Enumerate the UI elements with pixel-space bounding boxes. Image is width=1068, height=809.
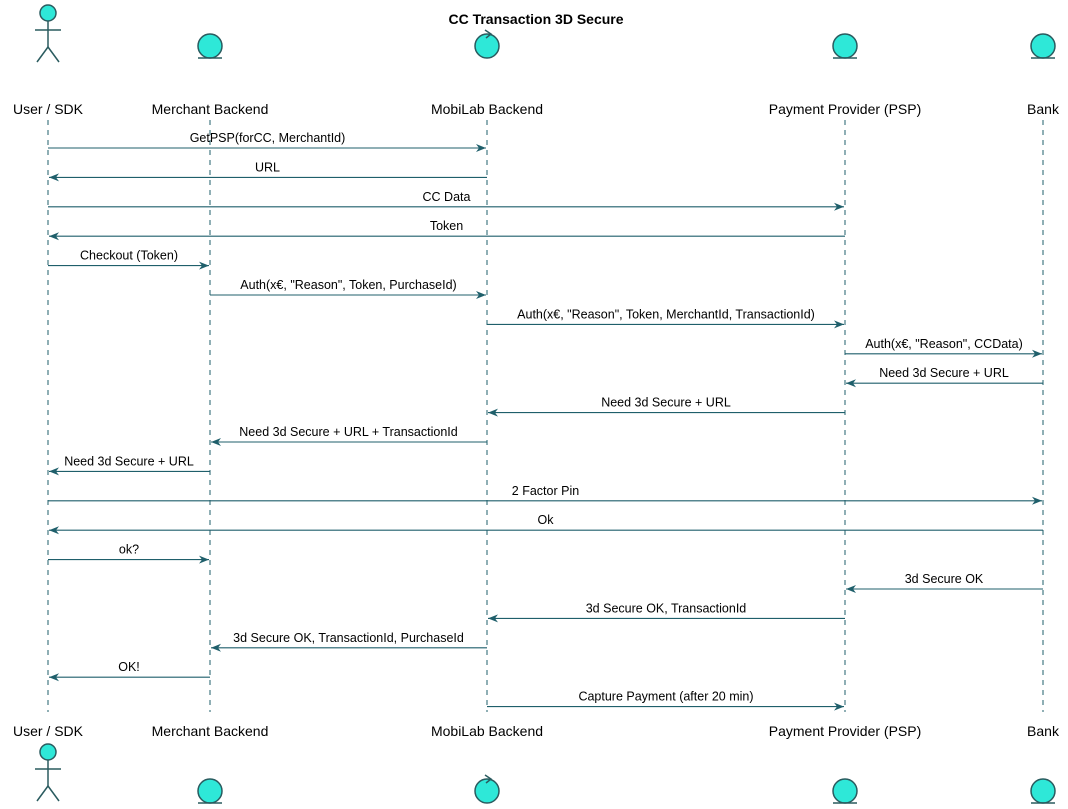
message-label: Ok xyxy=(538,513,555,527)
message-label: Auth(x€, "Reason", Token, MerchantId, Tr… xyxy=(517,307,815,321)
participant-mobilab-bottom: MobiLab Backend xyxy=(431,723,543,804)
message-3: CC Data xyxy=(48,190,844,211)
message-label: ok? xyxy=(119,543,139,557)
participant-label: Payment Provider (PSP) xyxy=(769,723,922,739)
message-label: OK! xyxy=(118,660,140,674)
message-10: Need 3d Secure + URL xyxy=(488,396,845,417)
participant-label: User / SDK xyxy=(13,101,84,117)
message-label: Checkout (Token) xyxy=(80,249,178,263)
message-7: Auth(x€, "Reason", Token, MerchantId, Tr… xyxy=(487,307,844,329)
entity-icon xyxy=(832,33,858,59)
message-label: CC Data xyxy=(423,190,471,204)
participant-label: MobiLab Backend xyxy=(431,101,543,117)
participant-label: Payment Provider (PSP) xyxy=(769,101,922,117)
arrowhead xyxy=(211,643,221,652)
message-label: Capture Payment (after 20 min) xyxy=(578,690,753,704)
message-label: Need 3d Secure + URL xyxy=(879,366,1009,380)
entity-icon xyxy=(197,33,223,59)
participant-merchant-top: Merchant Backend xyxy=(152,33,269,117)
arrowhead xyxy=(199,261,209,270)
control-icon xyxy=(474,29,500,59)
message-label: 3d Secure OK, TransactionId, PurchaseId xyxy=(233,631,464,645)
participants-top: User / SDK Merchant Backend MobiLab Backen… xyxy=(13,4,1060,117)
message-12: Need 3d Secure + URL xyxy=(49,454,210,476)
message-16: 3d Secure OK xyxy=(846,572,1043,593)
message-label: Need 3d Secure + URL + TransactionId xyxy=(239,425,457,439)
message-label: Need 3d Secure + URL xyxy=(64,454,194,468)
arrowhead xyxy=(199,555,209,564)
message-label: 2 Factor Pin xyxy=(512,484,579,498)
lifelines xyxy=(47,120,1044,712)
arrowhead xyxy=(488,614,498,623)
message-1: GetPSP(forCC, MerchantId) xyxy=(48,131,486,152)
arrowhead xyxy=(1032,496,1042,505)
actor-icon xyxy=(35,743,61,802)
participant-mobilab-top: MobiLab Backend xyxy=(431,29,543,117)
participant-bank-bottom: Bank xyxy=(1027,723,1060,804)
entity-icon xyxy=(1030,33,1056,59)
arrowhead xyxy=(834,202,844,211)
message-14: Ok xyxy=(49,513,1043,535)
entity-icon xyxy=(1030,778,1056,804)
participant-label: Merchant Backend xyxy=(152,723,269,739)
arrowhead xyxy=(211,438,221,446)
message-13: 2 Factor Pin xyxy=(48,484,1042,505)
arrowhead xyxy=(49,673,59,682)
participant-user-bottom: User / SDK xyxy=(13,723,84,802)
message-label: Auth(x€, "Reason", Token, PurchaseId) xyxy=(240,278,456,292)
diagram-title: CC Transaction 3D Secure xyxy=(448,11,623,27)
arrowhead xyxy=(49,526,59,535)
participant-label: Merchant Backend xyxy=(152,101,269,117)
participant-merchant-bottom: Merchant Backend xyxy=(152,723,269,804)
message-label: 3d Secure OK, TransactionId xyxy=(586,601,747,615)
arrowhead xyxy=(1032,349,1042,358)
arrowhead xyxy=(49,232,59,241)
message-20: Capture Payment (after 20 min) xyxy=(487,690,844,711)
participant-label: Bank xyxy=(1027,723,1060,739)
message-11: Need 3d Secure + URL + TransactionId xyxy=(211,425,487,446)
arrowhead xyxy=(49,467,59,476)
arrowhead xyxy=(476,144,486,152)
messages: GetPSP(forCC, MerchantId) URL CC DataToken… xyxy=(48,131,1043,711)
arrowhead xyxy=(846,585,856,593)
arrowhead xyxy=(834,320,844,329)
participant-label: Bank xyxy=(1027,101,1060,117)
message-6: Auth(x€, "Reason", Token, PurchaseId) xyxy=(210,278,486,299)
message-15: ok? xyxy=(48,543,209,564)
message-2: URL xyxy=(49,160,487,182)
message-8: Auth(x€, "Reason", CCData) xyxy=(845,337,1042,358)
message-label: Need 3d Secure + URL xyxy=(601,396,731,410)
message-5: Checkout (Token) xyxy=(48,249,209,270)
message-label: URL xyxy=(255,160,280,174)
message-4: Token xyxy=(49,219,845,241)
participants-bottom: User / SDK Merchant Backend MobiLab Backen… xyxy=(13,723,1060,804)
arrowhead xyxy=(846,379,856,388)
arrowhead xyxy=(49,173,59,182)
entity-icon xyxy=(832,778,858,804)
participant-psp-bottom: Payment Provider (PSP) xyxy=(769,723,922,804)
message-17: 3d Secure OK, TransactionId xyxy=(488,601,845,623)
entity-icon xyxy=(197,778,223,804)
participant-bank-top: Bank xyxy=(1027,33,1060,117)
participant-user-top: User / SDK xyxy=(13,4,84,117)
message-19: OK! xyxy=(49,660,210,682)
participant-label: User / SDK xyxy=(13,723,84,739)
message-label: Token xyxy=(430,219,463,233)
message-label: GetPSP(forCC, MerchantId) xyxy=(190,131,346,145)
arrowhead xyxy=(834,702,844,711)
arrowhead xyxy=(476,291,486,299)
message-9: Need 3d Secure + URL xyxy=(846,366,1043,388)
message-18: 3d Secure OK, TransactionId, PurchaseId xyxy=(211,631,487,652)
participant-label: MobiLab Backend xyxy=(431,723,543,739)
arrowhead xyxy=(488,408,498,417)
control-icon xyxy=(474,774,500,804)
participant-psp-top: Payment Provider (PSP) xyxy=(769,33,922,117)
message-label: Auth(x€, "Reason", CCData) xyxy=(865,337,1023,351)
actor-icon xyxy=(35,4,61,63)
message-label: 3d Secure OK xyxy=(905,572,984,586)
